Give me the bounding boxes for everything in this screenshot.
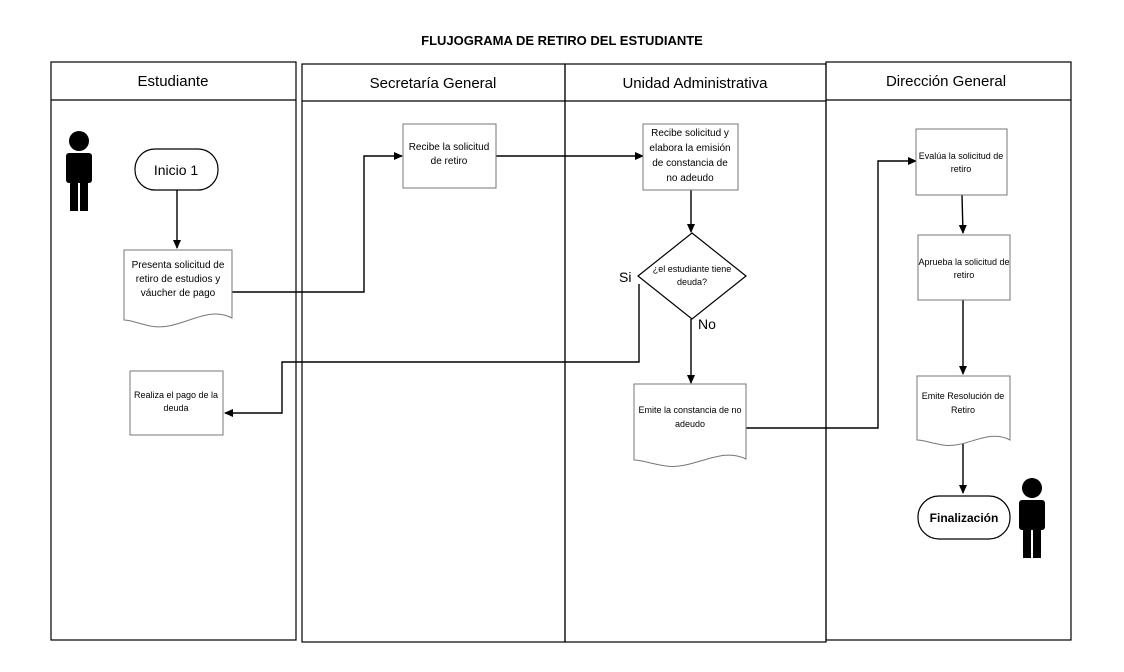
process-node-realiza-pago: Realiza el pago de la deuda <box>129 370 224 436</box>
node-line: Emite la constancia de no <box>638 405 741 415</box>
node-line: Aprueba la solicitud de <box>918 257 1009 267</box>
node-line: Presenta solicitud de <box>132 260 225 271</box>
node-line: Recibe la solicitud <box>409 142 490 153</box>
person-icon <box>66 131 92 211</box>
document-node-emite-constancia: Emite la constancia de no adeudo <box>633 383 747 467</box>
lane-title-estudiante: Estudiante <box>138 73 209 90</box>
node-line: deuda <box>163 403 188 413</box>
person-icon <box>1019 478 1045 558</box>
node-line: ¿el estudiante tiene <box>653 264 732 274</box>
edge-presenta-recibe-sg <box>232 152 403 293</box>
node-line: Realiza el pago de la <box>134 390 218 400</box>
node-line: elabora la emisión <box>649 143 730 154</box>
page-title: FLUJOGRAMA DE RETIRO DEL ESTUDIANTE <box>421 33 703 48</box>
edge-emite-evalua <box>746 157 917 429</box>
node-line: retiro <box>951 164 972 174</box>
node-line: Evalúa la solicitud de <box>919 151 1004 161</box>
node-line: váucher de pago <box>141 288 216 299</box>
lane-estudiante: Estudiante <box>50 61 297 641</box>
lane-direccion-general: Dirección General <box>825 61 1072 641</box>
edge-evalua-aprueba <box>958 194 967 234</box>
lane-title-secretaria-general: Secretaría General <box>370 75 497 92</box>
node-line: de retiro <box>431 156 468 167</box>
process-node-evalua: Evalúa la solicitud de retiro <box>915 128 1008 196</box>
node-line: retiro <box>954 270 975 280</box>
node-line: Recibe solicitud y <box>651 128 729 139</box>
start-node-label: Inicio 1 <box>154 162 199 178</box>
branch-label-yes: Si <box>619 269 631 285</box>
end-node: Finalización <box>917 495 1011 540</box>
branch-label-no: No <box>698 316 716 332</box>
node-line: deuda? <box>677 277 707 287</box>
process-node-aprueba: Aprueba la solicitud de retiro <box>917 234 1011 301</box>
edge-decision-realiza <box>224 284 640 417</box>
end-node-label: Finalización <box>930 511 999 525</box>
process-node-recibe-elabora-ua: Recibe solicitud y elabora la emisión de… <box>642 123 739 191</box>
lane-title-direccion-general: Dirección General <box>886 73 1006 90</box>
document-node-emite-resolucion: Emite Resolución de Retiro <box>916 375 1011 446</box>
node-line: de constancia de <box>652 158 728 169</box>
node-line: retiro de estudios y <box>136 274 221 285</box>
node-line: adeudo <box>675 419 705 429</box>
node-line: no adeudo <box>666 173 714 184</box>
process-node-recibe-solicitud-sg: Recibe la solicitud de retiro <box>402 123 497 189</box>
document-node-presenta-solicitud: Presenta solicitud de retiro de estudios… <box>123 249 233 328</box>
decision-node: ¿el estudiante tiene deuda? <box>637 232 747 320</box>
start-node: Inicio 1 <box>134 148 219 191</box>
node-line: Retiro <box>951 405 975 415</box>
lane-title-unidad-administrativa: Unidad Administrativa <box>622 75 768 92</box>
node-line: Emite Resolución de <box>922 391 1005 401</box>
edges <box>173 152 967 494</box>
